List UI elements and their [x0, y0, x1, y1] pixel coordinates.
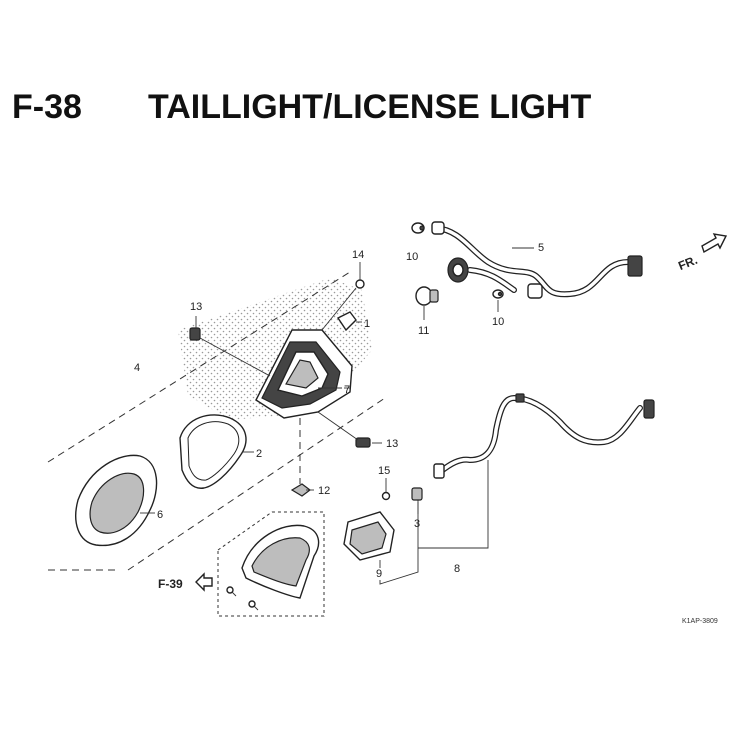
- assembly-envelope: [47, 271, 386, 571]
- f39-reference-box: F-39: [158, 511, 325, 617]
- callout-10-lower: 10: [492, 316, 504, 328]
- screw-icon: [226, 586, 237, 597]
- bulb-socket: [447, 257, 469, 283]
- screw-icon: [248, 600, 259, 611]
- diagram-title: TAILLIGHT/LICENSE LIGHT: [148, 88, 591, 126]
- callout-4: 4: [134, 362, 140, 374]
- part-12-nut: [290, 418, 314, 497]
- part-9-license-light: [343, 511, 419, 585]
- callout-7: 7: [344, 384, 350, 396]
- callout-3: 3: [414, 518, 420, 530]
- part-8-license-wire-harness: [417, 393, 655, 549]
- callout-2: 2: [256, 448, 262, 460]
- callout-15: 15: [378, 465, 390, 477]
- callout-14: 14: [352, 249, 364, 261]
- part-2-gasket: [179, 414, 254, 489]
- part-15-screw: [381, 478, 391, 501]
- part-13-grommet-lower: [317, 411, 382, 448]
- figure-code: K1AP-3809: [682, 618, 718, 625]
- part-11-bulb: [415, 286, 439, 320]
- part-10-bulb-lower: [492, 289, 504, 312]
- part-13-grommet-upper: [189, 316, 271, 377]
- callout-13-lower: 13: [386, 438, 398, 450]
- part-10-bulb-upper: [411, 222, 425, 234]
- reference-arrow-icon: [195, 572, 213, 592]
- callout-13-upper: 13: [190, 301, 202, 313]
- diagram-code: F-38: [12, 88, 82, 126]
- callout-5: 5: [538, 242, 544, 254]
- front-direction-arrow: FR.: [676, 233, 728, 273]
- arrow-icon: [701, 233, 728, 254]
- callout-12: 12: [318, 485, 330, 497]
- part-14-screw: [321, 262, 365, 331]
- part-1-clip: [336, 311, 362, 332]
- callout-9: 9: [376, 568, 382, 580]
- callout-1: 1: [364, 318, 370, 330]
- callout-11: 11: [418, 325, 429, 337]
- part-6-lens-cover: [75, 454, 158, 547]
- reference-label-f39: F-39: [158, 577, 183, 591]
- callout-10-upper: 10: [406, 251, 418, 263]
- part-3-socket: [411, 487, 423, 514]
- part-5-wire-harness: [431, 221, 643, 299]
- part-7-taillight-unit: [255, 329, 353, 419]
- front-direction-label: FR.: [676, 253, 699, 273]
- callout-8: 8: [454, 563, 460, 575]
- callout-6: 6: [157, 509, 163, 521]
